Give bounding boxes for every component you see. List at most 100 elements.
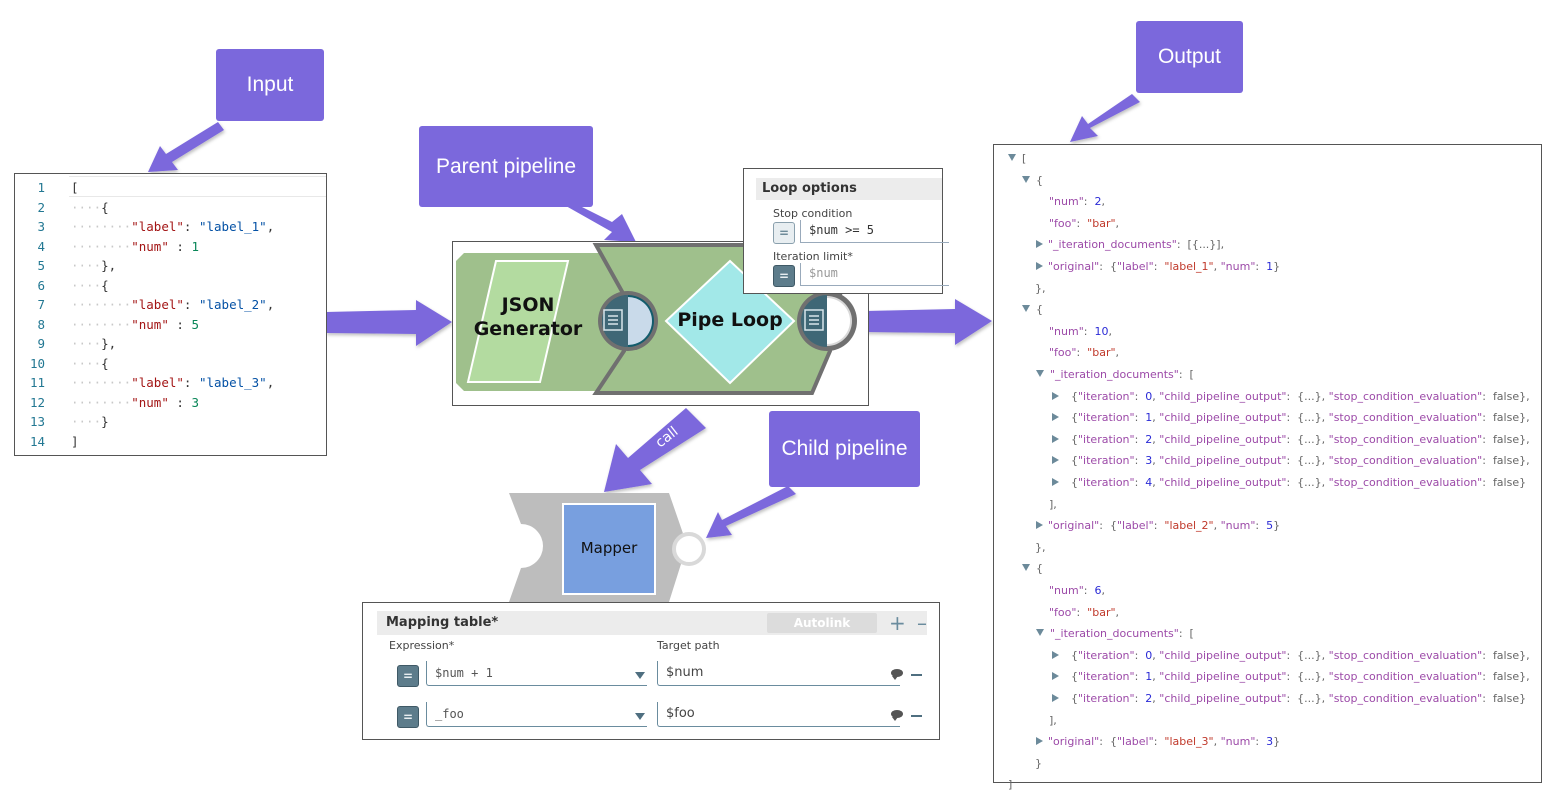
expand-triangle-icon[interactable]	[1052, 478, 1059, 486]
tree-line[interactable]: {"iteration": 1, "child_pipeline_output"…	[1052, 411, 1530, 425]
code-text: ········"label": "label_1",	[71, 219, 275, 234]
mapper-label: Mapper	[581, 539, 638, 557]
tree-line: "num": 6,	[1049, 584, 1105, 597]
tree-line[interactable]: {	[1022, 562, 1043, 576]
tree-line[interactable]: {"iteration": 1, "child_pipeline_output"…	[1052, 670, 1530, 684]
comment-icon[interactable]	[891, 710, 903, 721]
child-pipeline-snaps: Mapper	[509, 493, 706, 602]
editor-line: 7········"label": "label_2",	[15, 295, 326, 315]
code-text: ]	[71, 433, 79, 449]
tree-line: "foo": "bar",	[1049, 605, 1120, 619]
expression-input[interactable]: $num + 1	[426, 661, 647, 686]
expression-column-header: Expression*	[389, 639, 455, 652]
expression-dropdown-icon[interactable]	[635, 672, 645, 679]
code-text: ····},	[71, 258, 117, 273]
tree-line[interactable]: {"iteration": 3, "child_pipeline_output"…	[1052, 454, 1530, 468]
comment-icon[interactable]	[891, 669, 903, 680]
expand-triangle-icon[interactable]	[1052, 391, 1059, 400]
expand-triangle-icon[interactable]	[1036, 240, 1043, 249]
collapse-triangle-icon[interactable]	[1036, 370, 1044, 377]
expression-input[interactable]: _foo	[426, 702, 647, 727]
line-number: 8	[37, 316, 45, 332]
tree-line[interactable]: {"iteration": 0, "child_pipeline_output"…	[1052, 649, 1530, 663]
current-line-highlight	[69, 176, 326, 197]
output-pointer-arrow	[1070, 94, 1140, 142]
expression-toggle[interactable]: =	[397, 665, 419, 687]
pipe-loop-label: Pipe Loop	[677, 309, 782, 331]
tree-line[interactable]: "_iteration_documents": [	[1036, 368, 1194, 382]
collapse-triangle-icon[interactable]	[1008, 154, 1016, 161]
tree-line: ]	[1008, 778, 1013, 792]
line-number: 1	[37, 180, 45, 195]
expand-triangle-icon[interactable]	[1052, 413, 1059, 422]
tree-line[interactable]: {"iteration": 2, "child_pipeline_output"…	[1052, 692, 1526, 706]
expand-triangle-icon[interactable]	[1052, 650, 1059, 659]
input-json-editor[interactable]: 1[2····{3········"label": "label_1",4···…	[14, 173, 327, 456]
expand-triangle-icon[interactable]	[1036, 521, 1043, 530]
tree-line: ],	[1049, 497, 1057, 511]
remove-row-icon[interactable]	[911, 715, 922, 717]
expand-triangle-icon[interactable]	[1052, 434, 1059, 443]
tree-line[interactable]: "original": {"label": "label_2", "num": …	[1036, 519, 1280, 533]
mapping-table-panel: Mapping table* Autolink + – Expression* …	[362, 602, 940, 740]
call-arrow: call	[604, 408, 706, 492]
mapper-output-connector[interactable]	[672, 532, 706, 566]
code-text: ········"label": "label_2",	[71, 297, 275, 312]
remove-row-icon[interactable]	[911, 674, 922, 676]
code-text: ····{	[71, 199, 109, 215]
tree-line[interactable]: "original": {"label": "label_1", "num": …	[1036, 260, 1280, 274]
target-path-input[interactable]: $foo	[657, 702, 900, 727]
code-text: ····{	[71, 277, 109, 293]
output-connector-pipe-loop[interactable]	[797, 291, 857, 351]
expand-triangle-icon[interactable]	[1036, 262, 1043, 270]
expand-triangle-icon[interactable]	[1052, 672, 1059, 681]
collapse-triangle-icon[interactable]	[1022, 175, 1030, 183]
pipeline-to-output-arrow	[865, 299, 992, 345]
mapper-snap[interactable]: Mapper	[509, 493, 687, 602]
editor-line: 10····{	[15, 354, 326, 374]
expression-toggle[interactable]: =	[397, 706, 419, 728]
tree-line[interactable]: "_iteration_documents": [	[1036, 627, 1194, 641]
remove-rows-button[interactable]: –	[917, 611, 927, 635]
code-text: ····},	[71, 336, 117, 351]
tree-line[interactable]: {"iteration": 0, "child_pipeline_output"…	[1052, 390, 1530, 404]
json-generator-snap[interactable]: JSON Generator	[456, 253, 627, 391]
line-number: 11	[29, 375, 45, 390]
tree-line[interactable]: {	[1022, 174, 1043, 188]
output-connector-json-generator[interactable]	[598, 291, 658, 351]
tree-line[interactable]: {"iteration": 4, "child_pipeline_output"…	[1052, 476, 1526, 490]
mapping-table-header: Mapping table* Autolink + –	[377, 611, 927, 635]
tree-line[interactable]: [	[1008, 152, 1026, 166]
collapse-triangle-icon[interactable]	[1022, 564, 1030, 572]
tree-line[interactable]: "original": {"label": "label_3", "num": …	[1036, 735, 1280, 749]
tree-line: "foo": "bar",	[1049, 346, 1120, 360]
editor-line: 1[	[15, 178, 326, 198]
editor-line: 8········"num" : 5	[15, 315, 326, 335]
stop-condition-expression-toggle[interactable]: =	[773, 222, 795, 244]
expand-triangle-icon[interactable]	[1052, 694, 1059, 702]
expand-triangle-icon[interactable]	[1036, 737, 1043, 746]
tree-line[interactable]: {"iteration": 2, "child_pipeline_output"…	[1052, 433, 1530, 447]
iteration-limit-expression-toggle[interactable]: =	[773, 265, 795, 287]
expand-triangle-icon[interactable]	[1052, 456, 1059, 465]
callout-parent-pipeline: Parent pipeline	[419, 126, 593, 207]
callout-output: Output	[1136, 21, 1243, 93]
expression-dropdown-icon[interactable]	[635, 713, 645, 720]
json-generator-label-line1: JSON	[500, 294, 555, 316]
collapse-triangle-icon[interactable]	[1036, 629, 1044, 637]
json-generator-icon	[466, 260, 570, 383]
tree-line: },	[1035, 281, 1046, 295]
tree-line[interactable]: "_iteration_documents": [{...}],	[1036, 238, 1224, 252]
autolink-button[interactable]: Autolink	[767, 613, 877, 633]
editor-line: 13····}	[15, 412, 326, 432]
add-row-button[interactable]: +	[889, 611, 906, 635]
parent-pointer-arrow	[566, 206, 636, 242]
output-json-viewer: [{"num": 2,"foo": "bar","_iteration_docu…	[993, 144, 1542, 791]
collapse-triangle-icon[interactable]	[1022, 305, 1030, 313]
tree-line: "foo": "bar",	[1049, 216, 1120, 230]
iteration-limit-input[interactable]: $num	[800, 263, 949, 286]
tree-line[interactable]: {	[1022, 303, 1043, 317]
target-path-input[interactable]: $num	[657, 661, 900, 686]
stop-condition-input[interactable]: $num >= 5	[800, 220, 949, 243]
